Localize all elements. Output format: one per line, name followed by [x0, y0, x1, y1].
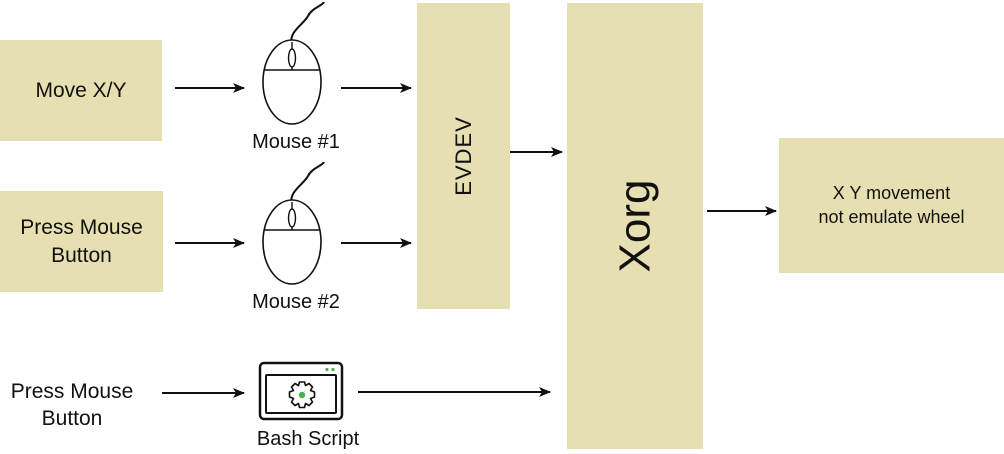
- press-button-text: Press Mouse Button: [10, 380, 134, 431]
- move-xy-label: Move X/Y: [35, 78, 127, 102]
- output-label: X Y movement not emulate wheel: [818, 183, 965, 227]
- mouse1-label: Mouse #1: [252, 131, 340, 153]
- mouse2-label: Mouse #2: [252, 291, 340, 313]
- evdev-box: EVDEV: [417, 3, 510, 309]
- bash-script-icon: [258, 361, 344, 421]
- press-button-label: Press Mouse Button: [20, 216, 143, 267]
- mouse-icon: [262, 2, 325, 125]
- press-button-box: Press Mouse Button: [0, 191, 163, 292]
- move-xy-box: Move X/Y: [0, 40, 162, 141]
- output-box: X Y movement not emulate wheel: [779, 138, 1004, 273]
- mouse-icon: [262, 162, 325, 285]
- bash-script-label: Bash Script: [256, 428, 360, 450]
- xorg-box: Xorg: [567, 3, 703, 449]
